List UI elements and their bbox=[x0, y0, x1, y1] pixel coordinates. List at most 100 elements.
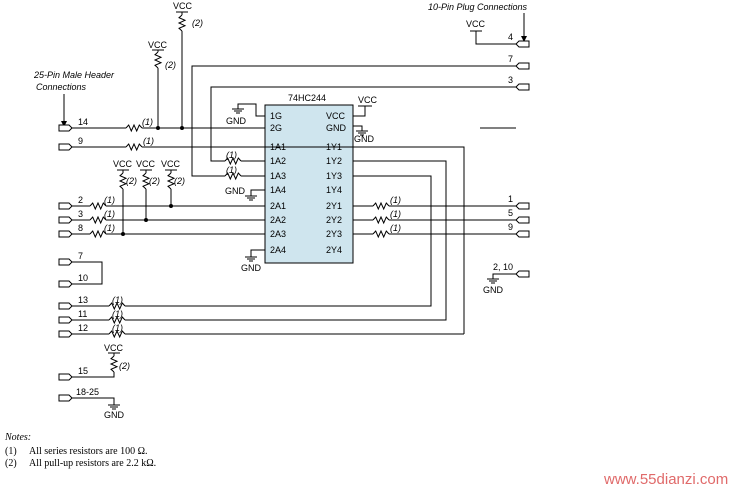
left-pin-number: 9 bbox=[78, 136, 83, 146]
resistor-note-label: (2) bbox=[119, 361, 130, 371]
chip-pin-label: 1A2 bbox=[270, 156, 286, 166]
chip-pin-label: 2A1 bbox=[270, 201, 286, 211]
left-pin-number: 18-25 bbox=[76, 387, 99, 397]
left-pin-number: 7 bbox=[78, 251, 83, 261]
resistor-icon bbox=[372, 215, 390, 225]
resistor-note-label: (1) bbox=[390, 209, 401, 219]
gnd-icon bbox=[244, 195, 258, 201]
notes-title: Notes: bbox=[4, 432, 31, 443]
chip-gnd-label: GND bbox=[354, 134, 375, 144]
series-resistors: (1)(1)(1)(1)(1)(1)(1)(1)(1)(1)(1)(1)(1) bbox=[89, 117, 401, 339]
connector-pin-icon bbox=[58, 394, 73, 402]
resistor-note-label: (1) bbox=[112, 309, 123, 319]
right-pin-number: 1 bbox=[508, 194, 513, 204]
right-pin-number: 3 bbox=[508, 75, 513, 85]
chip-pin-label: 2A4 bbox=[270, 245, 286, 255]
resistor-note-label: (1) bbox=[104, 209, 115, 219]
note-1-text: All series resistors are 100 Ω. bbox=[29, 446, 148, 457]
connector-pin-icon bbox=[515, 270, 530, 278]
resistor-icon bbox=[108, 329, 126, 339]
a24-gnd-wire bbox=[250, 249, 265, 257]
left-pin-number: 3 bbox=[78, 209, 83, 219]
connector-pin-icon bbox=[58, 143, 73, 151]
ic-74hc244-body bbox=[264, 104, 354, 264]
chip-vcc-wire bbox=[353, 105, 372, 117]
resistor-note-label: (2) bbox=[174, 176, 185, 186]
pullup-resistors: (2)(2)(2)(2)(2)(2) bbox=[109, 14, 203, 373]
gnd-icon bbox=[107, 404, 121, 410]
arrow-icon bbox=[61, 121, 67, 127]
connector-pin-icon bbox=[515, 83, 530, 91]
connector-pin-icon bbox=[515, 230, 530, 238]
chip-pin-label: 2A3 bbox=[270, 229, 286, 239]
resistor-icon bbox=[89, 201, 107, 211]
chip-pin-label: 1A4 bbox=[270, 185, 286, 195]
left-header-title: 25-Pin Male Header bbox=[33, 70, 115, 80]
resistor-icon bbox=[125, 142, 143, 152]
vcc-label: VCC bbox=[161, 159, 181, 169]
connector-pin-icon bbox=[58, 258, 73, 266]
chip-pin-label: 2A2 bbox=[270, 215, 286, 225]
chip-pin-label: 2Y4 bbox=[326, 245, 342, 255]
gnd-label-210: GND bbox=[483, 285, 504, 295]
resistor-note-label: (1) bbox=[112, 295, 123, 305]
chip-pin-label: 2Y1 bbox=[326, 201, 342, 211]
resistor-note-label: (1) bbox=[390, 195, 401, 205]
connector-pin-icon bbox=[58, 316, 73, 324]
resistor-icon bbox=[153, 51, 163, 69]
resistor-icon bbox=[108, 315, 126, 325]
resistor-note-label: (1) bbox=[142, 117, 153, 127]
left-pin-number: 11 bbox=[78, 309, 87, 319]
left-header-subtitle: Connections bbox=[36, 82, 87, 92]
connector-pin-icon bbox=[58, 202, 73, 210]
vcc-label: VCC bbox=[104, 343, 124, 353]
connector-pin-icon bbox=[58, 280, 73, 288]
wiring bbox=[72, 11, 516, 405]
left-pin-number: 15 bbox=[78, 366, 88, 376]
a14-gnd-wire bbox=[250, 189, 265, 196]
resistor-icon bbox=[125, 123, 143, 133]
g1-gnd-wire bbox=[237, 103, 265, 117]
note-1-num: (1) bbox=[5, 446, 17, 457]
right-pin-number: 9 bbox=[508, 222, 513, 232]
resistor-note-label: (2) bbox=[165, 60, 176, 70]
a24-gnd-label: GND bbox=[241, 263, 262, 273]
connector-pin-icon bbox=[515, 202, 530, 210]
chip-pin-label: GND bbox=[326, 123, 347, 133]
gnd-icon bbox=[244, 256, 258, 262]
right-header-title: 10-Pin Plug Connections bbox=[428, 2, 528, 12]
resistor-note-label: (1) bbox=[143, 136, 154, 146]
connector-pin-icon bbox=[58, 302, 73, 310]
chip-pin-label: 2G bbox=[270, 123, 282, 133]
chip-pin-label: 1Y2 bbox=[326, 156, 342, 166]
chip-gnd-wire bbox=[353, 125, 363, 131]
resistor-icon bbox=[166, 172, 176, 190]
note-2-text: All pull-up resistors are 2.2 kΩ. bbox=[29, 458, 156, 469]
left-pin-number: 13 bbox=[78, 295, 88, 305]
resistor-icon bbox=[118, 172, 128, 190]
resistor-note-label: (1) bbox=[390, 223, 401, 233]
a14-gnd-label: GND bbox=[225, 186, 246, 196]
connector-pin-icon bbox=[58, 124, 73, 132]
resistor-icon bbox=[108, 301, 126, 311]
chip-name: 74HC244 bbox=[288, 93, 326, 103]
resistor-icon bbox=[372, 229, 390, 239]
vcc-label: VCC bbox=[136, 159, 156, 169]
left-pin-number: 10 bbox=[78, 273, 88, 283]
resistor-note-label: (2) bbox=[149, 176, 160, 186]
connector-pin-icon bbox=[58, 330, 73, 338]
chip-pin-label: 1Y3 bbox=[326, 171, 342, 181]
resistor-icon bbox=[372, 201, 390, 211]
vcc-label: VCC bbox=[466, 19, 486, 29]
connector-pin-icon bbox=[515, 62, 530, 70]
connector-pin-icon bbox=[515, 40, 530, 48]
resistor-icon bbox=[224, 156, 242, 166]
gnd-icon bbox=[231, 108, 245, 114]
g1-gnd-label: GND bbox=[226, 116, 247, 126]
connector-pin-icon bbox=[58, 373, 73, 381]
note-2-num: (2) bbox=[5, 458, 17, 469]
